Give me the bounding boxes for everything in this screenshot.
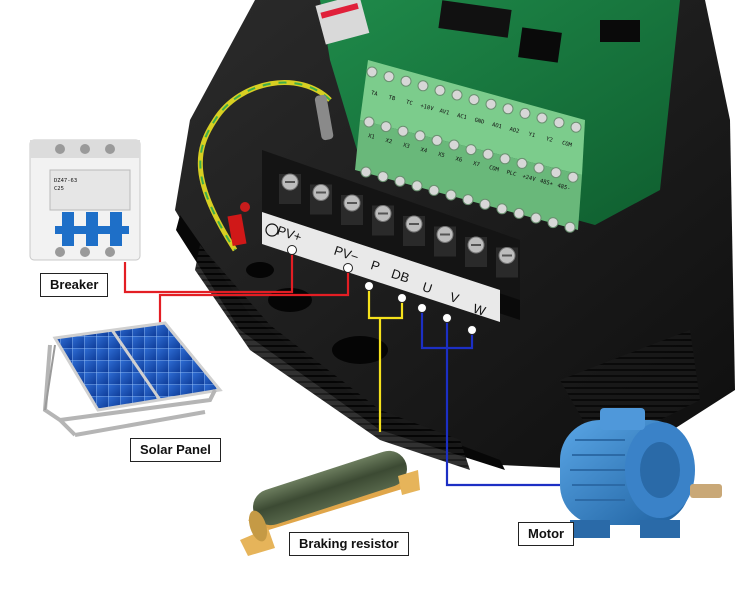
control-terminal-screw	[516, 157, 528, 169]
control-terminal-label: Y1	[528, 132, 536, 140]
connection-dot	[467, 325, 477, 335]
main-terminal-label: DB	[389, 266, 411, 286]
control-terminal-screw	[451, 89, 463, 101]
control-terminal-screw	[479, 198, 491, 210]
control-terminal-screw	[400, 75, 412, 87]
terminal-connection-points	[287, 245, 477, 335]
control-terminal-label: TC	[405, 99, 413, 107]
control-terminal-screw	[502, 103, 514, 115]
control-terminal-screw	[434, 84, 446, 96]
main-terminal-label: W	[471, 301, 488, 319]
control-terminal-label: X4	[420, 147, 429, 155]
control-terminal-screw	[570, 121, 582, 133]
main-terminal-label: PV−	[332, 243, 360, 265]
control-terminal-screw	[533, 162, 545, 174]
control-terminal-screw	[553, 117, 565, 129]
control-terminal-screw	[363, 116, 375, 128]
control-terminal-label: PLC	[506, 170, 517, 178]
control-terminal-screw	[499, 153, 511, 165]
control-terminal-screw	[567, 171, 579, 183]
main-terminal-label: PV+	[275, 223, 303, 245]
solar-panel-image	[42, 321, 223, 437]
control-terminal-label: AV1	[439, 108, 450, 116]
ground-icon	[265, 223, 279, 237]
breaker-image: DZ47-63 C25	[29, 139, 141, 261]
control-terminal-label: X3	[402, 142, 410, 150]
control-terminal-label: +24V	[522, 174, 537, 183]
pv-negative-wire	[158, 268, 350, 325]
control-terminal-screw	[411, 180, 423, 192]
control-terminal-screw	[397, 125, 409, 137]
control-terminal-screw	[417, 80, 429, 92]
pv-positive-wire	[123, 250, 294, 294]
motor-label: Motor	[518, 522, 575, 546]
braking-resistor-label: Braking resistor	[289, 532, 409, 556]
motor-wire-out	[445, 348, 560, 487]
control-terminal-screw	[394, 175, 406, 187]
pv-wiring	[123, 250, 350, 325]
control-terminal-screw	[383, 71, 395, 83]
control-terminal-label: X5	[437, 152, 445, 160]
control-terminal-label: 485+	[539, 178, 554, 187]
control-terminal-screw	[366, 66, 378, 78]
control-terminal-screw	[380, 121, 392, 133]
control-terminal-screw	[547, 217, 559, 229]
control-terminal-label: TA	[370, 90, 379, 98]
control-terminal-label: Y2	[545, 136, 553, 144]
breaker-model-text: DZ47-63	[54, 178, 77, 184]
breaker-label: Breaker	[40, 273, 109, 297]
connection-dot	[417, 303, 427, 313]
control-terminal-label: 485-	[557, 183, 571, 192]
control-terminal-screw	[462, 194, 474, 206]
braking-resistor-image	[240, 450, 420, 556]
control-terminal-label: COM	[488, 165, 500, 174]
main-terminal-label: U	[421, 279, 435, 296]
connection-dot	[343, 263, 353, 273]
control-terminal-screw	[530, 212, 542, 224]
control-terminal-screw	[360, 166, 372, 178]
control-terminal-screw	[448, 139, 460, 151]
control-terminal-screw	[550, 167, 562, 179]
control-terminal-screw	[485, 98, 497, 110]
control-terminal-label: X2	[385, 138, 393, 146]
control-terminal-screw	[519, 107, 531, 119]
control-terminal-label: X6	[455, 156, 463, 164]
control-terminal-screw	[445, 189, 457, 201]
connection-dot	[442, 313, 452, 323]
connection-dot	[397, 293, 407, 303]
control-terminal-screw	[428, 184, 440, 196]
control-terminal-screw	[513, 207, 525, 219]
control-terminal-label: X1	[367, 133, 375, 141]
solar-panel-label: Solar Panel	[130, 438, 221, 462]
connection-dot	[364, 281, 374, 291]
control-terminal-screw	[482, 148, 494, 160]
control-terminal-screw	[431, 134, 443, 146]
control-terminal-label: COM	[561, 140, 573, 149]
control-terminal-screw	[414, 130, 426, 142]
connection-dot	[287, 245, 297, 255]
control-terminal-label: AO1	[491, 122, 502, 130]
control-terminal-screw	[536, 112, 548, 124]
control-terminal-screw	[377, 171, 389, 183]
control-terminal-screw	[468, 94, 480, 106]
control-terminal-screw	[496, 203, 508, 215]
control-terminal-label: TB	[388, 95, 397, 103]
control-terminal-label: AC1	[456, 113, 467, 121]
control-terminal-label: AO2	[509, 127, 520, 135]
control-terminal-label: +10V	[420, 103, 435, 112]
motor-image	[560, 408, 722, 538]
control-terminal-screw	[564, 221, 576, 233]
control-terminal-label: X7	[472, 161, 480, 169]
control-terminal-label: GND	[474, 117, 485, 125]
control-terminal-screw	[465, 144, 477, 156]
breaker-rating-text: C25	[54, 186, 64, 192]
